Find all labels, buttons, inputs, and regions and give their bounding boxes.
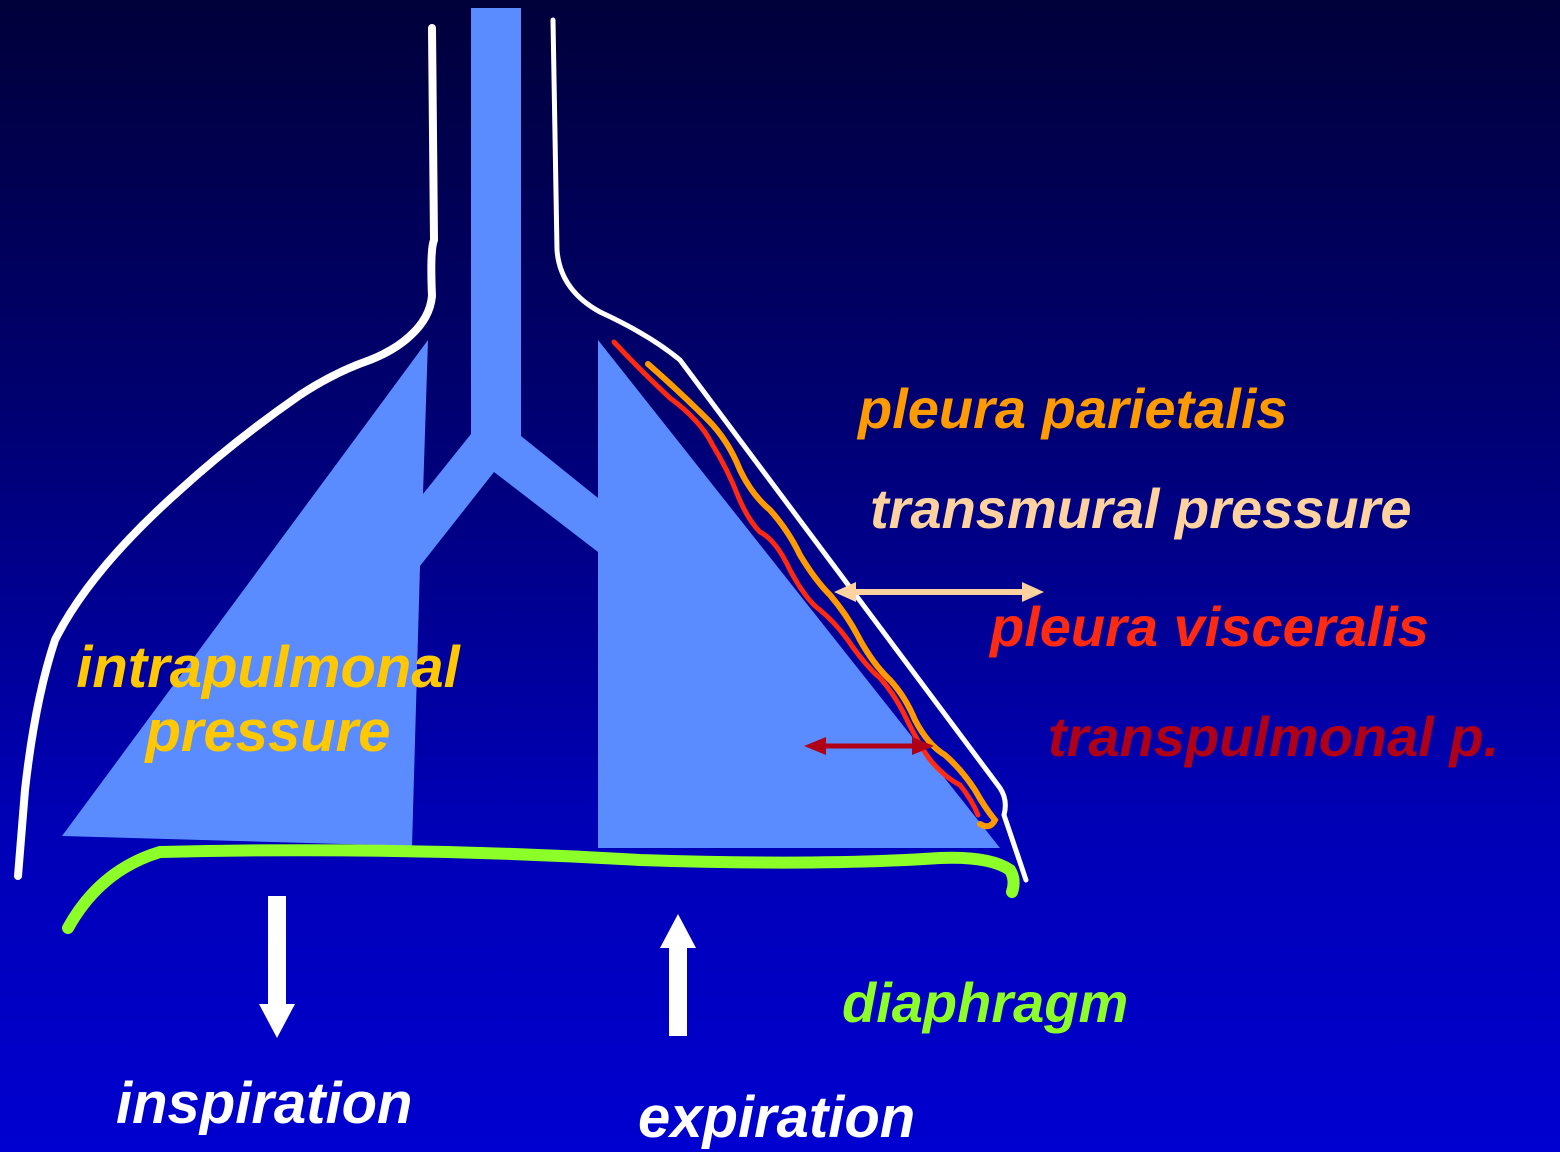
intrapulmonal-label-line2: pressure [58, 700, 478, 764]
diaphragm-line [68, 850, 1014, 928]
diaphragm-label: diaphragm [842, 972, 1128, 1034]
pleura-visceralis-label: pleura visceralis [990, 596, 1429, 658]
expiration-label: expiration [638, 1086, 915, 1150]
inspiration-label: inspiration [116, 1072, 412, 1136]
intrapulmonal-pressure-label: intrapulmonal pressure [58, 636, 478, 764]
inspiration-arrow [259, 896, 295, 1038]
intrapulmonal-label-line1: intrapulmonal [58, 636, 478, 700]
expiration-arrow [660, 914, 696, 1036]
transmural-pressure-label: transmural pressure [870, 478, 1412, 540]
transpulmonal-pressure-label: transpulmonal p. [1048, 706, 1499, 768]
pleura-parietalis-label: pleura parietalis [858, 378, 1288, 440]
